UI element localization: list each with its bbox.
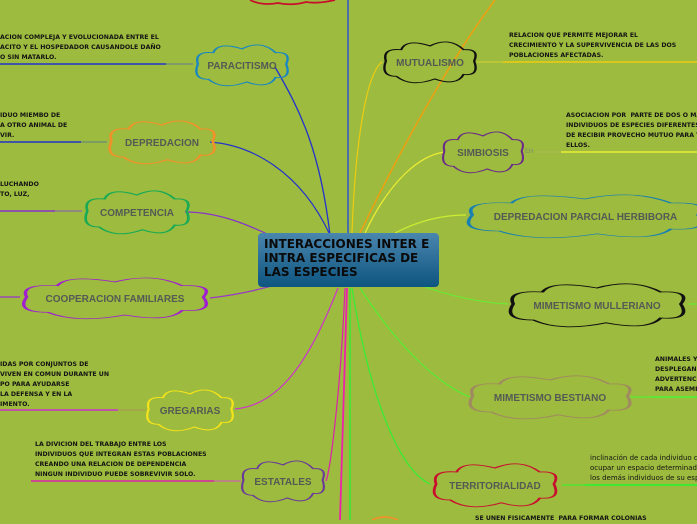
node-territorialidad[interactable]: TERRITORIALIDAD bbox=[449, 480, 541, 492]
central-topic[interactable]: INTERACCIONES INTER E INTRA ESPECIFICAS … bbox=[258, 233, 439, 287]
note-competencia: LUCHANDO TO, LUZ, bbox=[0, 181, 39, 198]
node-cooperacion-familiares[interactable]: COOPERACION FAMILIARES bbox=[45, 293, 185, 305]
node-paracitismo[interactable]: PARACITISMO bbox=[207, 60, 277, 72]
note-depredacion: IDUO MIEMBO DE A OTRO ANIMAL DE VIR. bbox=[0, 112, 68, 139]
note-mutualismo: RELACION QUE PERMITE MEJORAR EL CRECIMIE… bbox=[509, 32, 677, 59]
node-mutualismo[interactable]: MUTUALISMO bbox=[396, 57, 464, 69]
note-territorialidad: inclinación de cada individuo de ocupar … bbox=[590, 454, 697, 482]
note-mimetismo-bestiano: ANIMALES Y DESPLEGANI ADVERTENCI PARA AS… bbox=[655, 356, 697, 393]
node-depredacion-parcial-herbibora[interactable]: DEPREDACION PARCIAL HERBIBORA bbox=[493, 211, 678, 223]
note-estatales: LA DIVICION DEL TRABAJO ENTRE LOS INDIVI… bbox=[35, 441, 207, 478]
node-mimetismo-mulleriano[interactable]: MIMETISMO MULLERIANO bbox=[533, 300, 661, 312]
node-simbiosis[interactable]: SIMBIOSIS bbox=[457, 147, 509, 159]
node-gregarias[interactable]: GREGARIAS bbox=[159, 405, 221, 417]
node-depredacion[interactable]: DEPREDACION bbox=[125, 137, 199, 149]
simbiosis-extra-label: EH bbox=[525, 149, 534, 155]
node-estatales[interactable]: ESTATALES bbox=[254, 476, 312, 488]
node-competencia[interactable]: COMPETENCIA bbox=[100, 207, 174, 219]
note-gregarias: IDAS POR CONJUNTOS DE VIVEN EN COMUN DUR… bbox=[0, 361, 110, 408]
note-simbiosis: ASOCIACION POR PARTE DE DOS O MA INDIVID… bbox=[566, 112, 697, 149]
central-topic-title: INTERACCIONES INTER E INTRA ESPECIFICAS … bbox=[264, 237, 430, 279]
node-mimetismo-bestiano[interactable]: MIMETISMO BESTIANO bbox=[493, 392, 607, 404]
note-paracitismo: ACION COMPLEJA Y EVOLUCIONADA ENTRE EL A… bbox=[0, 34, 161, 61]
note-bottom-colonias: SE UNEN FISICAMENTE PARA FORMAR COLONIAS bbox=[475, 515, 647, 522]
